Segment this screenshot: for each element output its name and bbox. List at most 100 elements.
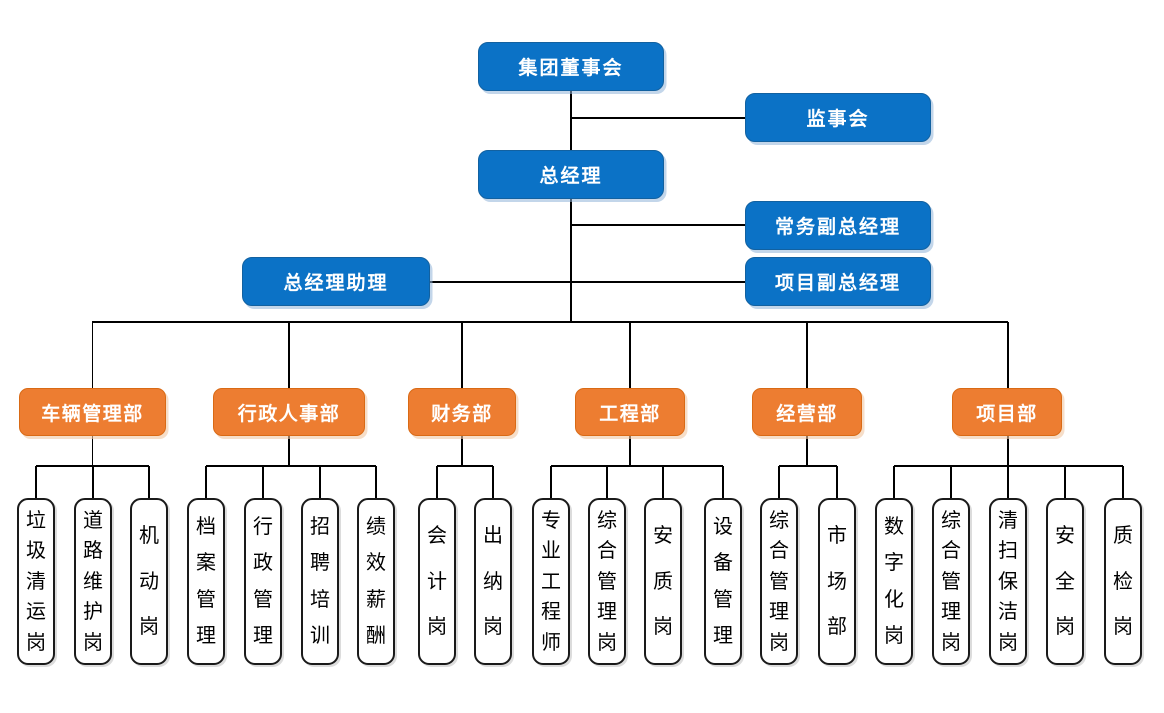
connector-drop-position <box>893 466 895 498</box>
node-supervisory: 监事会 <box>745 93 931 142</box>
position-label: 清扫保洁岗 <box>998 509 1018 654</box>
position-label: 综合管理岗 <box>597 509 617 654</box>
position-label: 道路维护岗 <box>83 509 103 654</box>
connector-drop-position <box>92 466 94 498</box>
position-label: 市场部 <box>827 524 847 639</box>
node-supervisory-label: 监事会 <box>806 109 870 130</box>
connector-department-bus <box>92 321 1008 323</box>
dept-label: 项目部 <box>976 403 1038 425</box>
connector-board-to-gm <box>570 91 572 150</box>
position-cashier: 出纳岗 <box>474 498 512 665</box>
connector-drop-position <box>35 466 37 498</box>
connector-dept5-subbus <box>806 436 808 466</box>
connector-gm-trunk <box>570 199 572 322</box>
connector-drop-position <box>262 466 264 498</box>
connector-drop-position <box>205 466 207 498</box>
dept-engineering: 工程部 <box>575 388 685 436</box>
position-admin-management: 行政管理 <box>244 498 282 665</box>
connector-drop-position <box>778 466 780 498</box>
connector-drop-position <box>148 466 150 498</box>
connector-drop-position <box>836 466 838 498</box>
node-deputy-gm-executive: 常务副总经理 <box>745 201 931 250</box>
position-label: 机动岗 <box>139 524 159 639</box>
position-label: 行政管理 <box>253 515 273 648</box>
position-archives-management: 档案管理 <box>187 498 225 665</box>
subbus-dept5 <box>779 465 837 467</box>
dept-project: 项目部 <box>952 388 1062 436</box>
connector-drop-position <box>1007 466 1009 498</box>
dept-vehicle-management: 车辆管理部 <box>19 388 166 436</box>
dept-admin-hr: 行政人事部 <box>213 388 365 436</box>
position-label: 安质岗 <box>653 524 673 639</box>
node-general-manager-label: 总经理 <box>539 166 603 187</box>
position-label: 质检岗 <box>1113 524 1133 639</box>
position-label: 出纳岗 <box>483 524 503 639</box>
connector-dept1-subbus <box>91 436 94 466</box>
position-mobile: 机动岗 <box>130 498 168 665</box>
position-label: 会计岗 <box>427 524 447 639</box>
connector-drop-position <box>375 466 377 498</box>
node-gm-assistant: 总经理助理 <box>242 257 430 306</box>
dept-label: 车辆管理部 <box>41 403 144 425</box>
dept-label: 经营部 <box>776 403 838 425</box>
connector-deputy-exec <box>571 224 745 226</box>
connector-drop-position <box>1064 466 1066 498</box>
position-label: 设备管理 <box>713 515 733 648</box>
node-deputy-gm-project-label: 项目副总经理 <box>774 273 901 294</box>
position-label: 招聘培训 <box>310 515 330 648</box>
position-road-maintenance: 道路维护岗 <box>74 498 112 665</box>
position-safety-quality: 安质岗 <box>644 498 682 665</box>
position-quality-inspection: 质检岗 <box>1104 498 1142 665</box>
position-general-management-eng: 综合管理岗 <box>588 498 626 665</box>
position-label: 综合管理岗 <box>769 509 789 654</box>
subbus-dept6 <box>894 465 1123 467</box>
dept-label: 财务部 <box>431 403 493 425</box>
connector-drop-dept6 <box>1007 322 1009 388</box>
connector-drop-dept1 <box>91 322 94 388</box>
node-gm-assistant-label: 总经理助理 <box>283 273 389 294</box>
connector-drop-dept3 <box>461 322 463 388</box>
position-label: 垃圾清运岗 <box>26 509 46 654</box>
connector-supervisory <box>571 117 745 119</box>
connector-drop-position <box>722 466 724 498</box>
subbus-dept3 <box>437 465 493 467</box>
node-general-manager: 总经理 <box>478 150 664 199</box>
position-label: 档案管理 <box>196 515 216 648</box>
node-board-label: 集团董事会 <box>518 58 624 79</box>
connector-dept6-subbus <box>1007 436 1009 466</box>
position-accounting: 会计岗 <box>418 498 456 665</box>
connector-drop-dept2 <box>288 322 290 388</box>
node-board: 集团董事会 <box>478 42 664 91</box>
position-label: 专业工程师 <box>541 509 561 654</box>
position-general-management-ops: 综合管理岗 <box>760 498 798 665</box>
position-performance-compensation: 绩效薪酬 <box>357 498 395 665</box>
position-label: 综合管理岗 <box>941 509 961 654</box>
position-general-management-proj: 综合管理岗 <box>932 498 970 665</box>
connector-drop-dept4 <box>629 322 631 388</box>
subbus-dept4 <box>551 465 723 467</box>
dept-label: 行政人事部 <box>237 403 341 425</box>
connector-dept2-subbus <box>288 436 290 466</box>
dept-label: 工程部 <box>599 403 661 425</box>
position-label: 安全岗 <box>1055 524 1075 639</box>
position-garbage-clearing: 垃圾清运岗 <box>17 498 55 665</box>
connector-drop-position <box>1122 466 1124 498</box>
position-label: 绩效薪酬 <box>366 515 386 648</box>
subbus-dept2 <box>206 465 376 467</box>
connector-drop-position <box>606 466 608 498</box>
connector-drop-position <box>319 466 321 498</box>
position-cleaning: 清扫保洁岗 <box>989 498 1027 665</box>
dept-finance: 财务部 <box>408 388 516 436</box>
connector-drop-position <box>492 466 494 498</box>
connector-dept4-subbus <box>629 436 631 466</box>
connector-drop-position <box>436 466 438 498</box>
position-market-dept: 市场部 <box>818 498 856 665</box>
connector-drop-dept5 <box>806 322 808 388</box>
position-recruitment-training: 招聘培训 <box>301 498 339 665</box>
node-deputy-gm-executive-label: 常务副总经理 <box>774 217 901 238</box>
position-equipment-management: 设备管理 <box>704 498 742 665</box>
subbus-dept1 <box>36 465 149 467</box>
position-label: 数字化岗 <box>884 515 904 648</box>
node-deputy-gm-project: 项目副总经理 <box>745 257 931 306</box>
